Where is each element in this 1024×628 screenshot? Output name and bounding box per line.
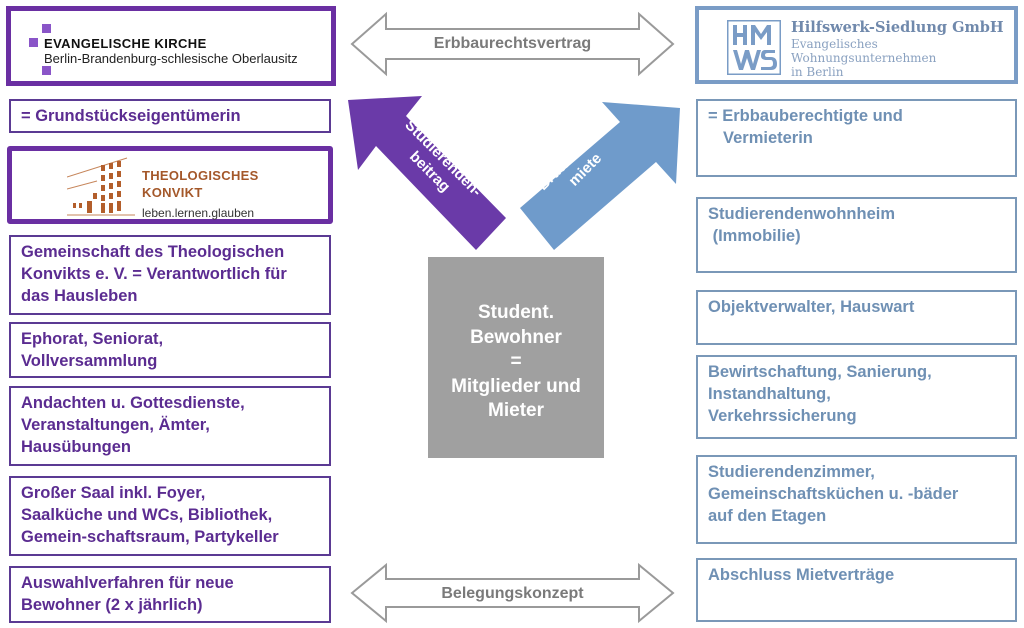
right-role-box: = Erbbauberechtigte und Vermieterin [696,99,1017,177]
left-box-saal: Großer Saal inkl. Foyer, Saalküche und W… [9,476,331,556]
box-line: Saalküche und WCs, Bibliothek, [21,506,273,524]
box-line: Bewohner (2 x jährlich) [21,596,203,614]
box-line: Instandhaltung, [708,385,831,403]
box-line: Großer Saal inkl. Foyer, [21,484,206,502]
hws-sub-line: in Berlin [791,65,844,79]
left-role-box: = Grundstückseigentümerin [9,99,331,133]
box-line: Vermieterin [723,129,813,147]
hws-logo-box: Hilfswerk-Siedlung GmbH Evangelisches Wo… [695,6,1018,84]
right-box-zimmer: Studierendenzimmer, Gemeinschaftsküchen … [696,455,1017,544]
double-arrow-bottom-icon [350,562,675,624]
hws-sub-line: Evangelisches [791,37,878,51]
double-arrow-top-icon [350,11,675,77]
box-line: Gemeinschaft des Theologischen [21,243,285,261]
center-line: Mieter [488,400,544,421]
left-role-text: = Grundstückseigentümerin [21,107,241,125]
box-line: Abschluss Mietverträge [708,566,895,584]
box-line: Ephorat, Seniorat, [21,330,164,348]
box-line: Gemeinschaftsküchen u. -bäder [708,485,959,503]
box-line: Verkehrssicherung [708,407,857,425]
box-line: Bewirtschaftung, Sanierung, [708,363,932,381]
ekbo-logo-box: EVANGELISCHE KIRCHE Berlin-Brandenburg-s… [6,6,336,86]
box-line: Vollversammlung [21,352,158,370]
box-line: Hausübungen [21,438,131,456]
box-line: (Immobilie) [708,227,801,245]
box-line: Andachten u. Gottesdienste, [21,394,245,412]
ekbo-title: EVANGELISCHE KIRCHE [44,36,207,51]
box-line: Objektverwalter, Hauswart [708,298,915,316]
center-residents-box: Student. Bewohner = Mitglieder und Miete… [428,257,604,458]
hws-company-name: Hilfswerk-Siedlung GmbH [791,19,1004,36]
left-box-ephorat: Ephorat, Seniorat, Vollversammlung [9,322,331,378]
box-line: Gemein-schaftsraum, Partykeller [21,528,279,546]
box-line: auf den Etagen [708,507,827,525]
konvikt-logo-box: THEOLOGISCHES KONVIKT leben.lernen.glaub… [7,146,333,224]
box-line: Studierendenzimmer, [708,463,875,481]
center-line: Bewohner [470,326,562,348]
konvikt-tagline: leben.lernen.glauben [142,206,255,220]
center-line: Mitglieder und [451,375,581,397]
left-box-community: Gemeinschaft des Theologischen Konvikts … [9,235,331,315]
ekbo-subtitle: Berlin-Brandenburg-schlesische Oberlausi… [44,51,298,66]
box-line: Studierendenwohnheim [708,205,896,223]
box-line: Konvikts e. V. = Verantwortlich für [21,265,287,283]
arrow-up-left-icon [348,96,506,250]
right-box-objektverwalter: Objektverwalter, Hauswart [696,290,1017,345]
konvikt-title-line1: THEOLOGISCHES [142,168,259,183]
center-line: Student. [478,302,554,323]
box-line: = Erbbauberechtigte und [708,107,903,125]
box-line: Auswahlverfahren für neue [21,574,234,592]
konvikt-title-line2: KONVIKT [142,185,203,200]
right-box-wohnheim: Studierendenwohnheim (Immobilie) [696,197,1017,273]
arrow-up-right-icon [520,102,680,250]
connector-top-label: Erbbaurechtsvertrag [433,35,592,52]
center-line: = [510,351,522,372]
left-box-andachten: Andachten u. Gottesdienste, Veranstaltun… [9,386,331,466]
right-box-mietvertraege: Abschluss Mietverträge [696,558,1017,622]
hws-monogram-icon [727,20,781,75]
box-line: das Hausleben [21,287,138,305]
hws-sub-line: Wohnungsunternehmen [791,51,937,65]
right-box-bewirtschaftung: Bewirtschaftung, Sanierung, Instandhaltu… [696,355,1017,439]
building-icon [67,157,135,216]
box-line: Veranstaltungen, Ämter, [21,416,210,434]
left-box-auswahl: Auswahlverfahren für neue Bewohner (2 x … [9,566,331,623]
connector-bottom-label: Belegungskonzept [441,585,584,602]
